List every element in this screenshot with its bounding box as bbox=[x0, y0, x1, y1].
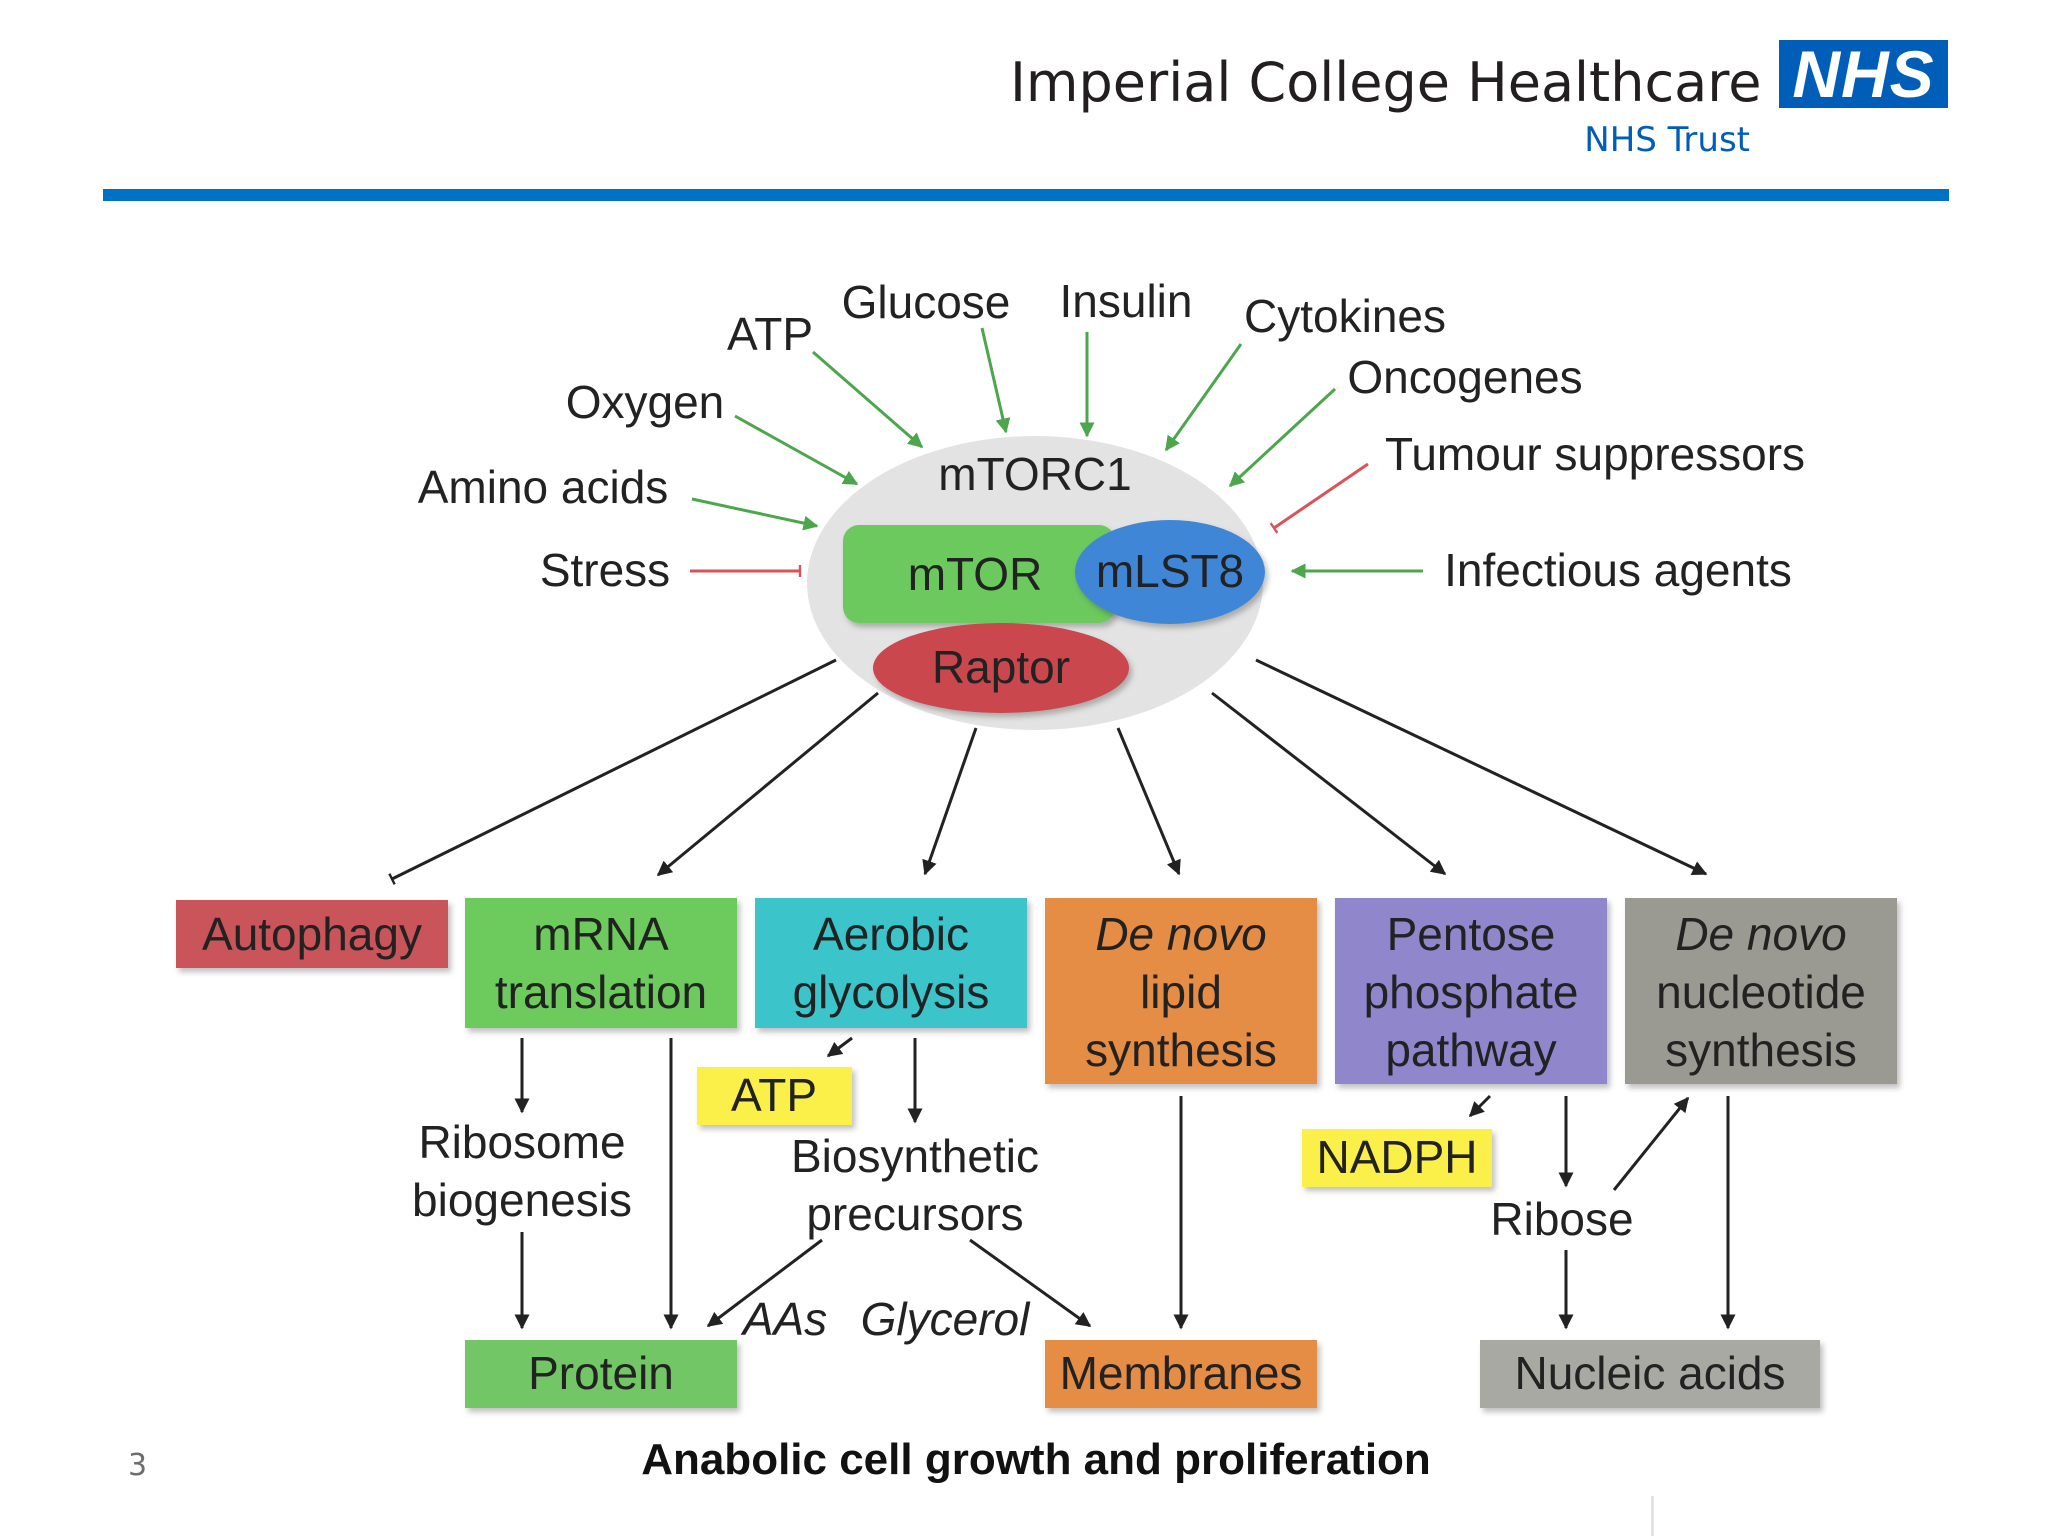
arrow-atp bbox=[812, 350, 924, 449]
input-tumour-suppressors: Tumour suppressors bbox=[1385, 428, 1805, 480]
diagram-footer-title: Anabolic cell growth and proliferation bbox=[641, 1435, 1431, 1484]
label-glycolysis: glycolysis bbox=[793, 966, 990, 1018]
label-nucleotide-synthesis: synthesis bbox=[1665, 1024, 1857, 1076]
input-cytokines: Cytokines bbox=[1244, 290, 1446, 342]
inhibit-autophagy bbox=[388, 658, 837, 885]
box-atp-yield bbox=[697, 1067, 852, 1125]
upstream-inputs: ATP Glucose Insulin Cytokines Oxygen Onc… bbox=[418, 275, 1805, 596]
output-arrows bbox=[388, 658, 1708, 885]
arrow-cytokines bbox=[1164, 343, 1243, 452]
label-de-novo-nucleotide: De novo bbox=[1675, 908, 1846, 960]
arrow-oncogenes bbox=[1228, 387, 1337, 488]
label-membranes: Membranes bbox=[1060, 1347, 1303, 1399]
label-mrna: mRNA bbox=[533, 908, 669, 960]
corner-divider bbox=[1651, 1496, 1654, 1536]
box-pentose-phosphate bbox=[1335, 898, 1607, 1084]
box-membranes bbox=[1045, 1340, 1317, 1408]
input-infectious-agents: Infectious agents bbox=[1444, 544, 1792, 596]
mtor-component bbox=[843, 525, 1115, 623]
arrow-pentose-to-nadph bbox=[1468, 1094, 1492, 1118]
arrow-glucose bbox=[980, 327, 1011, 434]
box-nucleic-acids bbox=[1480, 1340, 1820, 1408]
label-atp-yield: ATP bbox=[731, 1069, 817, 1121]
label-pentose: Pentose bbox=[1387, 908, 1556, 960]
label-translation: translation bbox=[495, 966, 707, 1018]
label-nucleotide: nucleotide bbox=[1656, 966, 1866, 1018]
input-oncogenes: Oncogenes bbox=[1347, 351, 1582, 403]
mtorc1-complex: mTORC1 mTOR mLST8 Raptor bbox=[807, 436, 1265, 730]
arrow-nucleotide-synthesis bbox=[1255, 658, 1708, 876]
label-aas: AAs bbox=[740, 1293, 827, 1345]
arrow-mrna-translation bbox=[656, 691, 879, 877]
label-de-novo-lipid: De novo bbox=[1095, 908, 1266, 960]
organisation-name: Imperial College Healthcare bbox=[1010, 51, 1762, 114]
raptor-label: Raptor bbox=[932, 641, 1070, 693]
header-divider bbox=[103, 189, 1949, 201]
label-autophagy: Autophagy bbox=[202, 908, 422, 960]
label-lipid: lipid bbox=[1140, 966, 1222, 1018]
arrow-ribose-to-nucleotide bbox=[1612, 1096, 1690, 1191]
box-nucleotide-synthesis bbox=[1625, 898, 1897, 1084]
label-pathway: pathway bbox=[1385, 1024, 1556, 1076]
label-protein: Protein bbox=[528, 1347, 674, 1399]
input-insulin: Insulin bbox=[1060, 275, 1193, 327]
page-number: 3 bbox=[128, 1448, 148, 1483]
label-nadph: NADPH bbox=[1316, 1131, 1477, 1183]
mtorc1-label: mTORC1 bbox=[938, 448, 1131, 500]
label-biogenesis: biogenesis bbox=[412, 1174, 632, 1226]
box-autophagy bbox=[176, 900, 448, 968]
label-lipid-synthesis: synthesis bbox=[1085, 1024, 1277, 1076]
process-boxes: Autophagy mRNA translation Aerobic glyco… bbox=[176, 898, 1897, 1084]
box-mrna-translation bbox=[465, 898, 737, 1028]
box-protein bbox=[465, 1340, 737, 1408]
input-amino-acids: Amino acids bbox=[418, 461, 669, 513]
product-boxes: Protein Membranes Nucleic acids bbox=[465, 1340, 1820, 1408]
box-lipid-synthesis bbox=[1045, 898, 1317, 1084]
arrow-aerobic-glycolysis bbox=[922, 727, 978, 876]
arrow-precursors-to-protein bbox=[706, 1238, 823, 1328]
arrow-lipid-synthesis bbox=[1116, 727, 1181, 876]
label-glycerol: Glycerol bbox=[861, 1293, 1031, 1345]
input-arrows bbox=[690, 327, 1423, 579]
downstream-arrows bbox=[514, 1036, 1736, 1330]
arrow-precursors-to-membranes bbox=[969, 1238, 1092, 1328]
intermediates: ATP NADPH Ribosome biogenesis Biosynthet… bbox=[412, 1067, 1634, 1345]
trust-name: NHS Trust bbox=[1584, 120, 1750, 160]
mlst8-label: mLST8 bbox=[1096, 545, 1244, 597]
input-oxygen: Oxygen bbox=[566, 376, 725, 428]
raptor-component bbox=[873, 623, 1129, 713]
label-phosphate: phosphate bbox=[1364, 966, 1579, 1018]
nhs-logo-text: NHS bbox=[1792, 37, 1935, 111]
label-biosynthetic: Biosynthetic bbox=[791, 1130, 1039, 1182]
nhs-logo: NHS bbox=[1779, 40, 1948, 108]
arrow-oxygen bbox=[734, 414, 859, 486]
mtor-label: mTOR bbox=[908, 548, 1043, 600]
inhibit-tumour-suppressors bbox=[1269, 462, 1369, 534]
box-aerobic-glycolysis bbox=[755, 898, 1027, 1028]
label-ribosome: Ribosome bbox=[418, 1116, 625, 1168]
arrow-pentose-phosphate bbox=[1211, 691, 1447, 876]
box-nadph bbox=[1302, 1129, 1492, 1187]
label-precursors: precursors bbox=[806, 1188, 1023, 1240]
arrow-amino-acids bbox=[691, 497, 819, 531]
arrow-glycolysis-to-atp bbox=[826, 1036, 853, 1058]
label-ribose: Ribose bbox=[1490, 1193, 1633, 1245]
input-stress: Stress bbox=[540, 544, 670, 596]
label-aerobic: Aerobic bbox=[813, 908, 969, 960]
mlst8-component bbox=[1075, 520, 1265, 624]
label-nucleic-acids: Nucleic acids bbox=[1515, 1347, 1786, 1399]
input-glucose: Glucose bbox=[842, 276, 1011, 328]
input-atp: ATP bbox=[727, 308, 813, 360]
